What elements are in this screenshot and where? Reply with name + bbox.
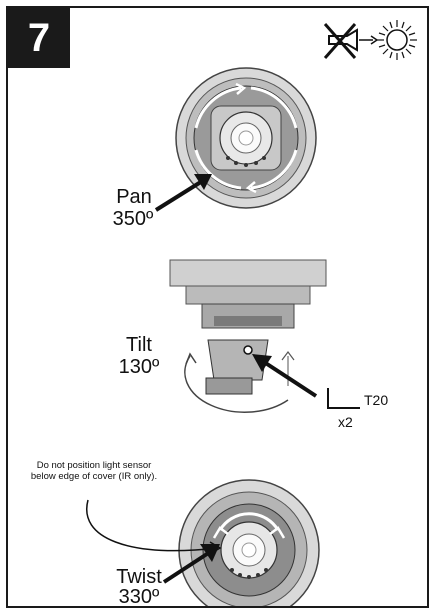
instruction-panel: 7 — [6, 6, 429, 608]
tilt-screw-arrow — [252, 354, 318, 398]
no-light-icon — [323, 20, 417, 60]
camera-dome-top-view — [175, 67, 317, 209]
torx-key-icon — [327, 388, 360, 409]
pan-label: Pan — [116, 186, 152, 208]
twist-label: Twist — [116, 566, 162, 588]
tool-name: T20 — [364, 392, 389, 408]
tilt-angle: 130º — [118, 356, 160, 378]
tilt-label: Tilt — [126, 334, 152, 356]
camera-module-side-view — [169, 259, 327, 413]
camera-dome-bottom-view — [178, 479, 320, 606]
light-sensor-note: Do not position light sensor below edge … — [30, 460, 158, 482]
twist-arrow — [162, 544, 220, 584]
sun-icon — [377, 20, 417, 60]
twist-angle: 330º — [118, 586, 160, 608]
tool-count: x2 — [338, 414, 353, 430]
pan-arrow — [154, 174, 212, 212]
step-number: 7 — [8, 8, 70, 68]
pan-angle: 350º — [112, 208, 154, 230]
